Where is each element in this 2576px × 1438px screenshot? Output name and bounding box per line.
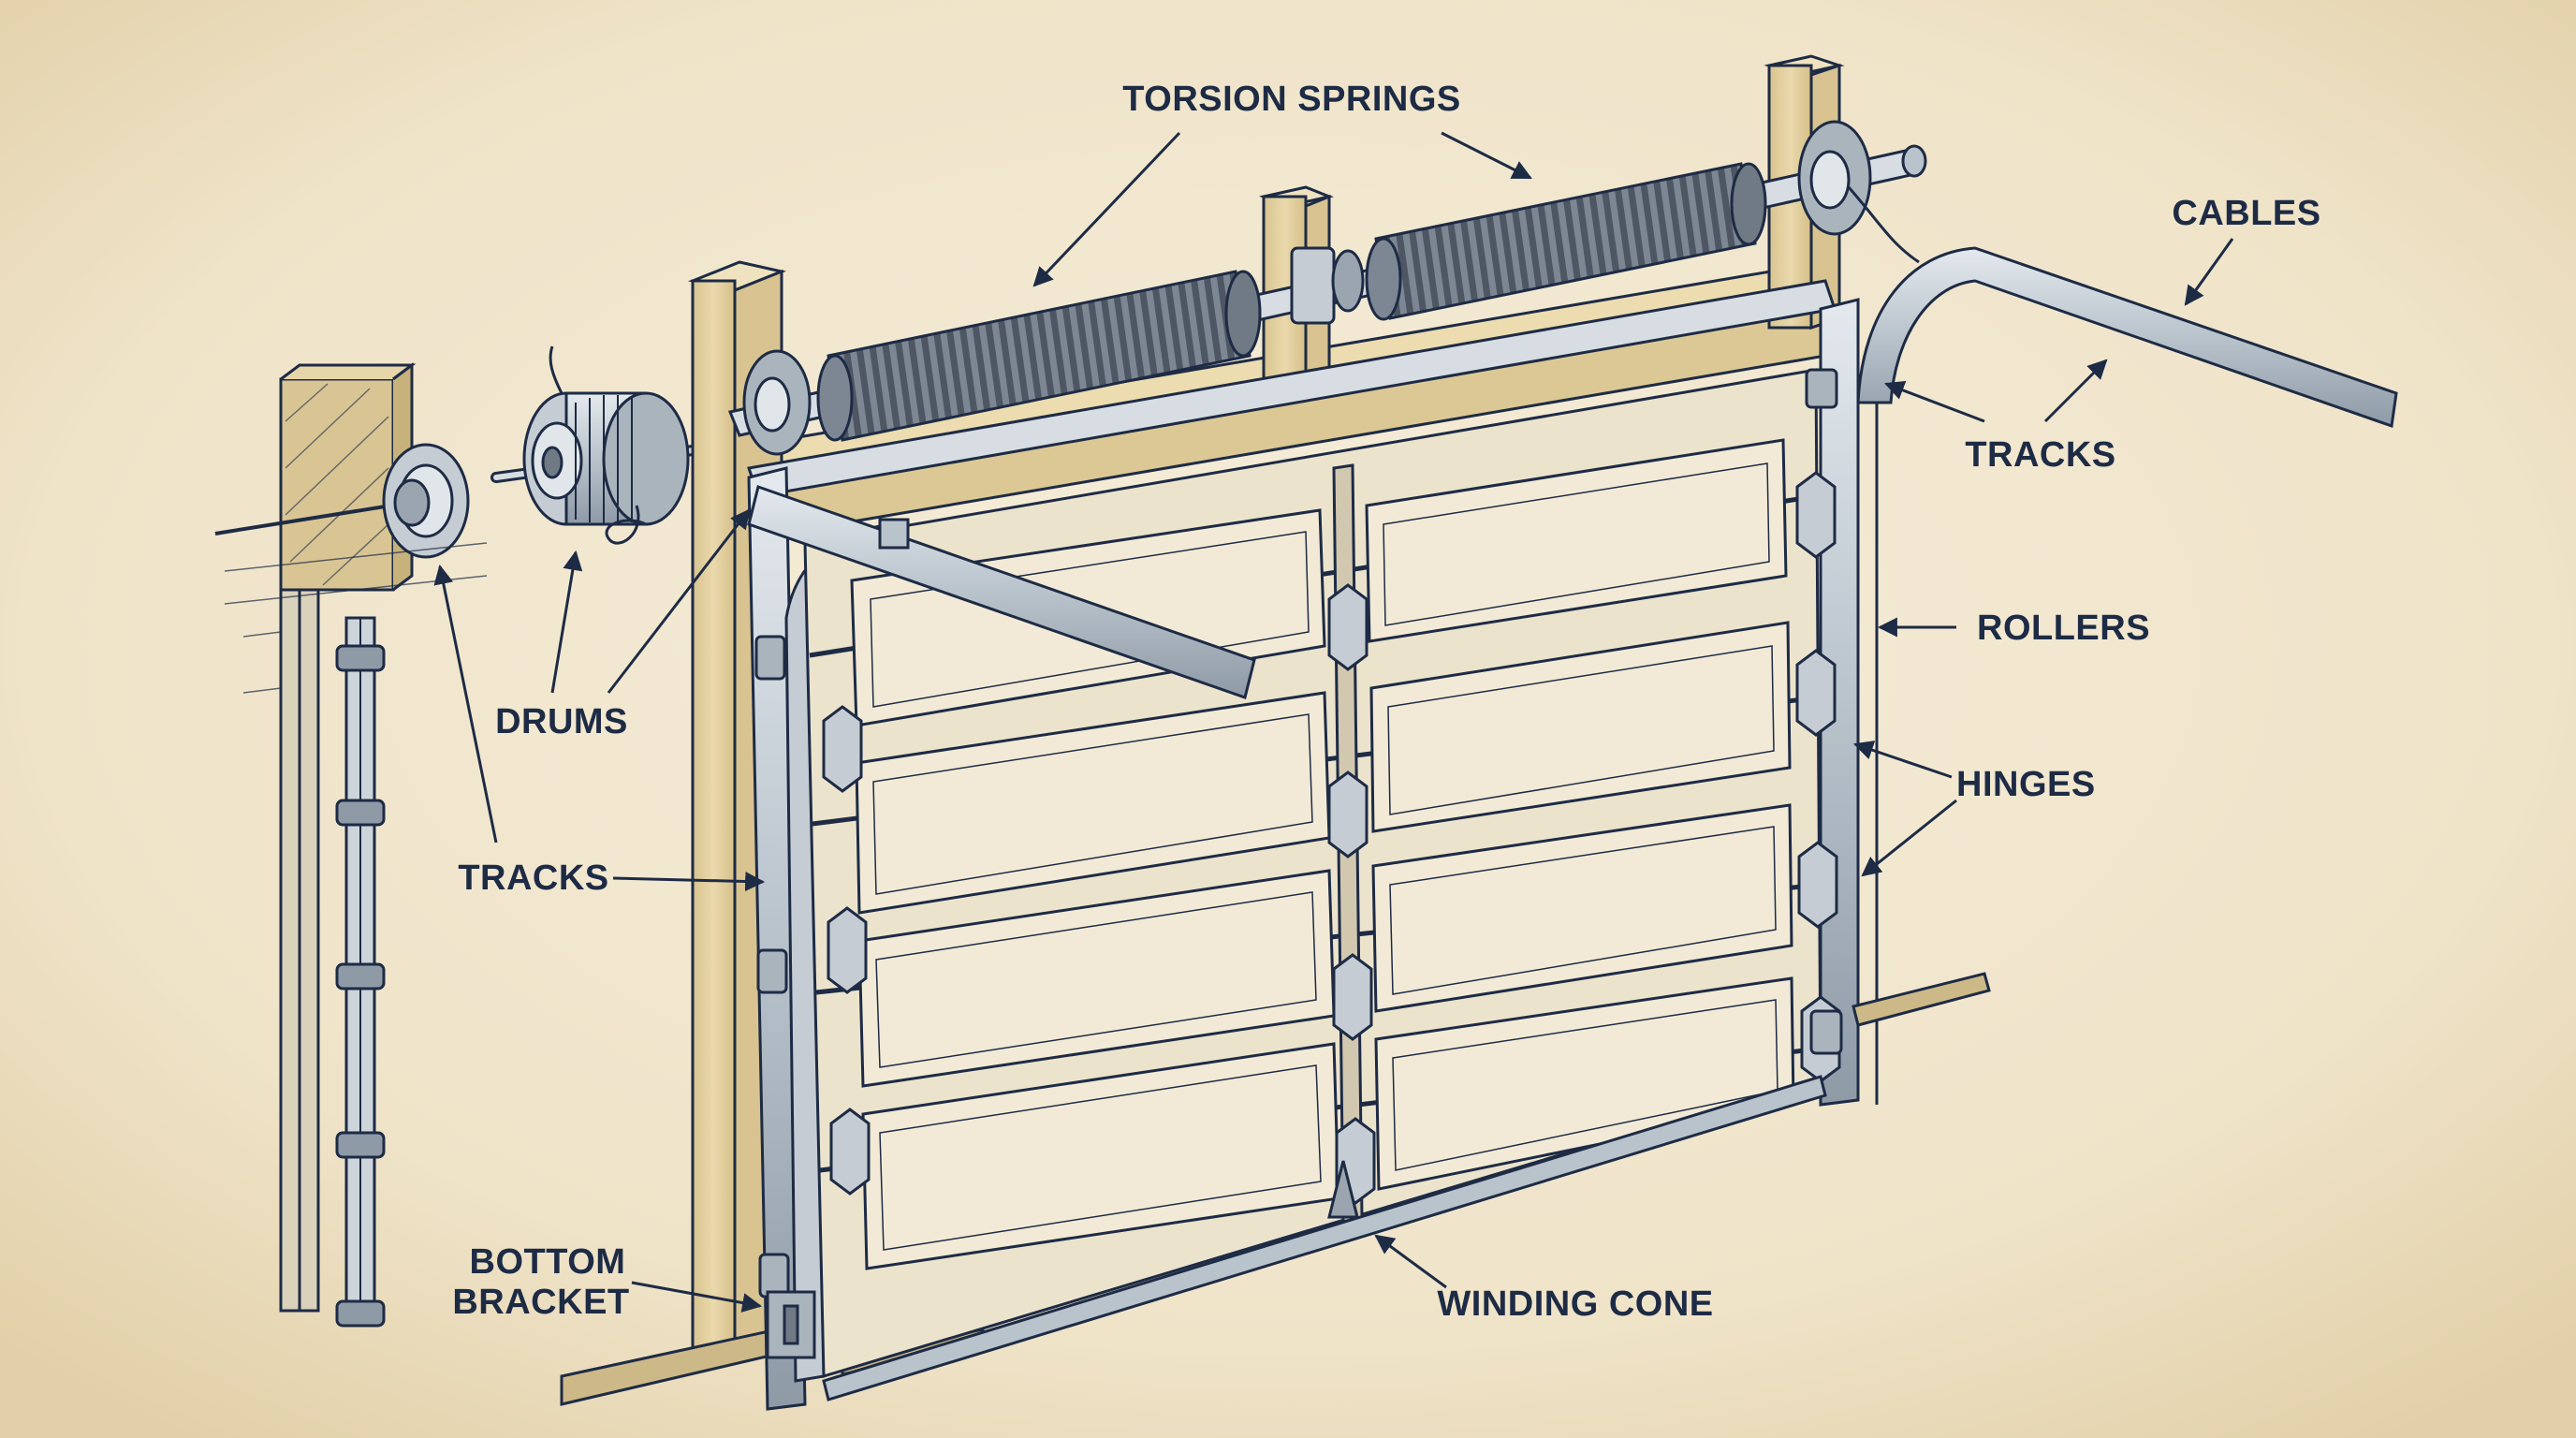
right-drum: [1797, 120, 1920, 264]
arrow-tracks-right-b: [2043, 359, 2108, 423]
arrow-drums-b: [607, 508, 751, 694]
torsion-spring-right: [1365, 162, 1767, 321]
label-torsion-springs: TORSION SPRINGS: [1122, 80, 1461, 119]
arrow-winding-cone: [1374, 1234, 1447, 1289]
exploded-cable-drum: [490, 345, 773, 545]
rollers: [754, 368, 1843, 1299]
bottom-bracket: [766, 1075, 1827, 1401]
torsion-spring-left: [816, 270, 1262, 442]
left-wall-assembly: [214, 362, 488, 1328]
arrow-hinges-a: [1853, 741, 1953, 779]
label-hinges: HINGES: [1956, 765, 2096, 804]
horizontal-track: [1856, 246, 2398, 1105]
arrow-torsion-springs-left: [1032, 131, 1181, 287]
winding-cone-part: [1327, 1160, 1359, 1219]
label-tracks-right: TRACKS: [1965, 435, 2115, 475]
center-bearing-bracket: [1290, 246, 1365, 325]
label-drums: DRUMS: [495, 702, 628, 741]
arrow-hinges-b: [1861, 799, 1957, 877]
arrow-cables: [2184, 238, 2234, 306]
arrow-bottom-bracket: [631, 1281, 763, 1313]
label-winding-cone: WINDING CONE: [1437, 1284, 1713, 1324]
right-floor-slab: [1852, 972, 1991, 1027]
door-panel-bevels: [870, 462, 1778, 1251]
arrow-tracks-right-a: [1884, 380, 1985, 423]
label-bottom-bracket-line1: BOTTOM: [470, 1242, 626, 1282]
arrow-torsion-springs-right: [1441, 131, 1532, 180]
arrow-tracks-left-a: [433, 564, 498, 844]
leader-arrows: [433, 131, 2234, 1313]
label-bottom-bracket-line2: BRACKET: [452, 1283, 629, 1322]
labels: TORSION SPRINGS CABLES TRACKS ROLLERS HI…: [452, 80, 2320, 1324]
arrow-tracks-left-b: [612, 872, 766, 892]
label-cables: CABLES: [2172, 194, 2320, 233]
arrow-drums-a: [550, 550, 583, 694]
label-rollers: ROLLERS: [1977, 609, 2150, 648]
label-tracks-left: TRACKS: [458, 858, 608, 898]
left-drum: [742, 349, 812, 456]
door-strut: [747, 485, 1256, 699]
